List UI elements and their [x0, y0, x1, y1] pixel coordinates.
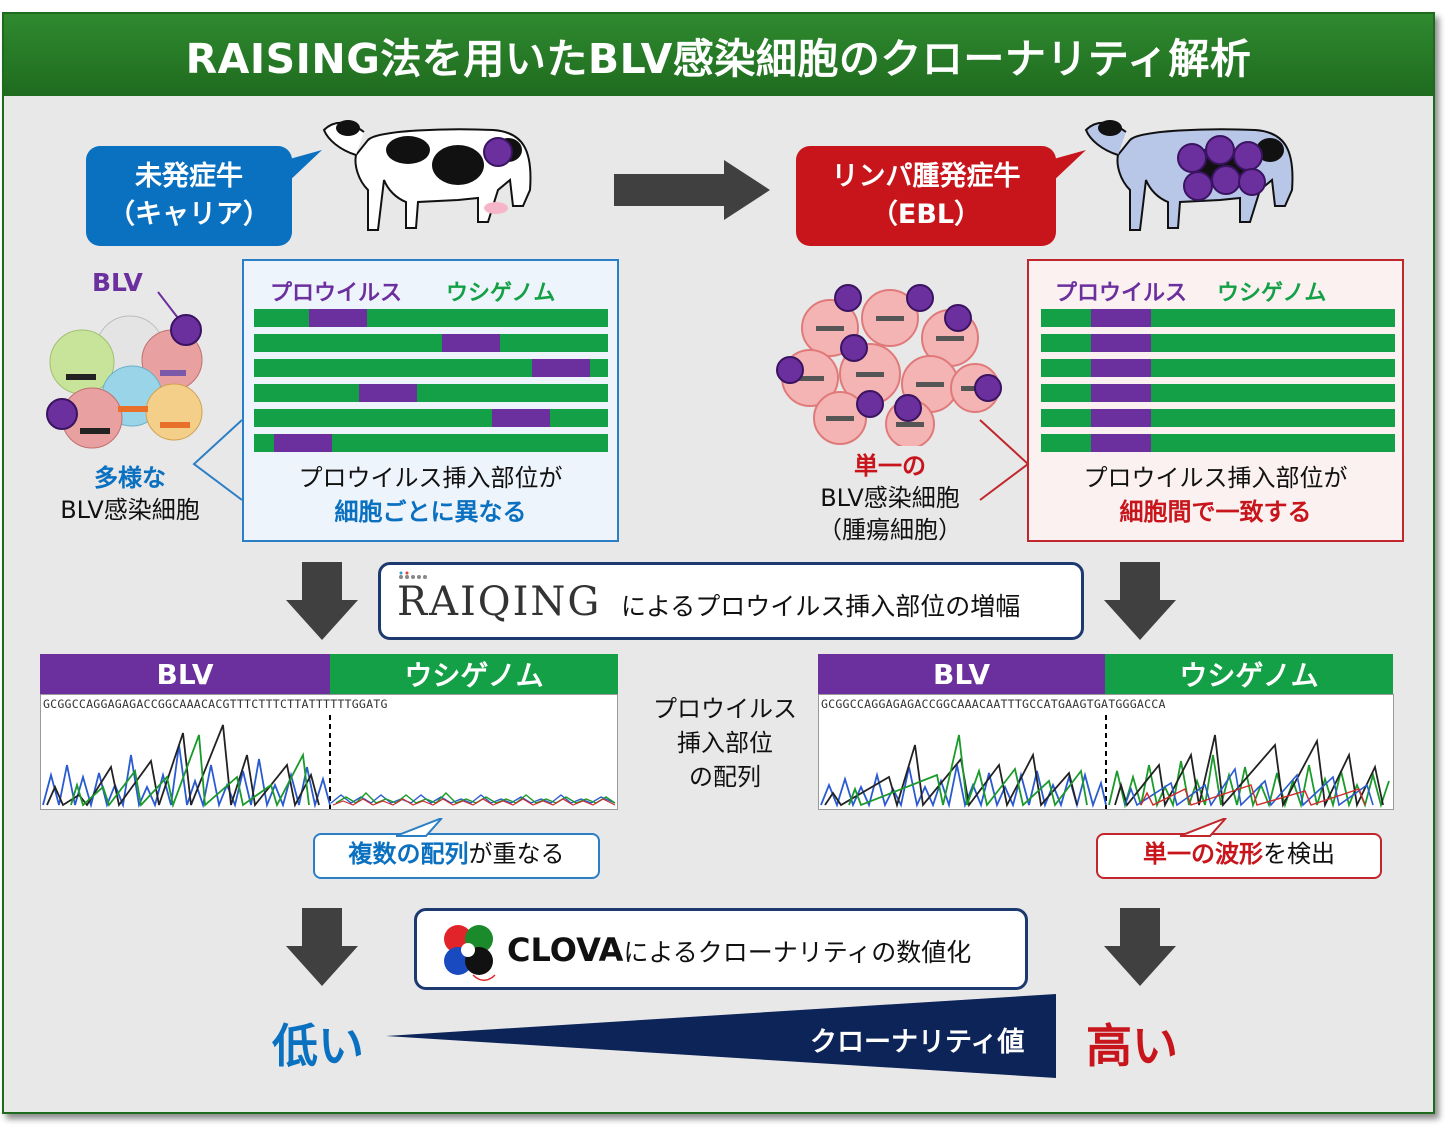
right-cells-label-line2: BLV感染細胞 [820, 484, 960, 512]
right-legend-provirus: プロウイルス [1055, 281, 1188, 306]
left-callout-line1: 未発症牛 [135, 161, 243, 192]
right-note: 単一の波形を検出 [1096, 833, 1382, 879]
left-note-rest: が重なる [468, 840, 565, 868]
right-chromatogram-trace [820, 715, 1390, 809]
tumor-cells-illustration [776, 284, 1002, 446]
left-cells-label-line2: BLV感染細胞 [60, 496, 200, 524]
clonality-low-label: 低い [272, 1019, 364, 1073]
clova-text: によるクローナリティの数値化 [623, 938, 972, 967]
right-panel-text-1: プロウイルス挿入部位が [1083, 464, 1348, 492]
right-seq-text: GCGGCCAGGAGAGACCGGCAAACAATTTGCCATGAAGTGA… [821, 697, 1166, 711]
left-down-arrow-1 [286, 562, 358, 640]
ebl-cow-icon [1084, 120, 1294, 231]
left-callout-line2: （キャリア） [108, 199, 270, 230]
right-seq-header-blv: BLV [818, 654, 1105, 694]
left-cells-label-line1: 多様な [94, 464, 166, 492]
right-legend-genome: ウシゲノム [1217, 281, 1327, 306]
left-note: 複数の配列が重なる [313, 833, 600, 879]
right-seq-header-genome: ウシゲノム [1105, 654, 1393, 694]
clonality-wedge [386, 994, 1056, 1078]
right-callout-line2: （EBL） [870, 199, 982, 230]
raising-method-box: RAIQING によるプロウイルス挿入部位の増幅 [378, 562, 1084, 640]
right-cells-label-line1: 単一の [854, 452, 926, 480]
right-cells-label: 単一の BLV感染細胞 （腫瘍細胞） [790, 450, 990, 546]
right-chromatogram: GCGGCCAGGAGAGACCGGCAAACAATTTGCCATGAAGTGA… [818, 694, 1394, 810]
right-down-arrow-2 [1104, 908, 1176, 986]
right-integration-bars [1041, 309, 1395, 452]
clonality-wedge-label: クローナリティ値 [810, 1027, 1025, 1058]
left-blv-label: BLV [92, 268, 143, 297]
right-callout-tail [1050, 150, 1086, 184]
right-note-tail [1180, 818, 1227, 837]
left-down-arrow-2 [286, 908, 358, 986]
right-callout-line1: リンパ腫発症牛 [831, 161, 1021, 192]
left-callout-tail [286, 150, 322, 184]
right-note-rest: を検出 [1263, 840, 1335, 868]
figure-title: RAISING法を用いたBLV感染細胞のクローナリティ解析 [4, 14, 1433, 96]
sequence-middle-label-line3: の配列 [689, 763, 761, 791]
left-callout: 未発症牛 （キャリア） [86, 146, 292, 246]
left-seq-header-blv: BLV [40, 654, 330, 694]
left-note-emphasis: 複数の配列 [348, 840, 469, 868]
left-panel-text-1: プロウイルス挿入部位が [298, 464, 563, 492]
clonality-high-label: 高い [1086, 1019, 1178, 1073]
left-integration-panel: プロウイルス ウシゲノム プロウイルス挿入部位が 細胞ごとに異なる [242, 259, 619, 542]
right-panel-text-2: 細胞間で一致する [1119, 498, 1312, 526]
clova-clover-logo [444, 925, 496, 981]
right-callout: リンパ腫発症牛 （EBL） [796, 146, 1056, 246]
progression-arrow [614, 160, 770, 220]
left-cells-label: 多様な BLV感染細胞 [30, 462, 230, 526]
raising-method-text: によるプロウイルス挿入部位の増幅 [621, 592, 1021, 621]
left-legend-genome: ウシゲノム [446, 281, 556, 306]
sequence-middle-label-line1: プロウイルス [653, 695, 797, 723]
right-cells-label-line3: （腫瘍細胞） [818, 516, 962, 544]
diverse-cells-illustration [46, 291, 203, 449]
right-note-emphasis: 単一の波形 [1143, 840, 1263, 868]
raising-logo: RAIQING [397, 579, 602, 625]
sequence-middle-label-line2: 挿入部位 [677, 729, 773, 757]
right-integration-panel: プロウイルス ウシゲノム プロウイルス挿入部位が 細胞間で一致する [1027, 259, 1404, 542]
left-seq-header-genome: ウシゲノム [330, 654, 618, 694]
left-panel-pointer [192, 419, 243, 501]
raising-logo-dots [399, 571, 427, 579]
clova-bold: CLOVA [507, 931, 624, 969]
left-legend-provirus: プロウイルス [270, 281, 403, 306]
clova-method-text: CLOVAによるクローナリティの数値化 [507, 931, 971, 969]
clova-method-box: CLOVAによるクローナリティの数値化 [414, 908, 1028, 990]
left-seq-text: GCGGCCAGGAGAGACCGGCAAACACGTTTCTTTCTTATTT… [43, 697, 388, 711]
left-chromatogram: GCGGCCAGGAGAGACCGGCAAACACGTTTCTTTCTTATTT… [40, 694, 618, 810]
left-chromatogram-trace [42, 715, 616, 809]
left-note-tail [396, 818, 443, 837]
left-panel-text-2: 細胞ごとに異なる [334, 498, 527, 526]
healthy-cow-icon [322, 120, 532, 231]
sequence-middle-label: プロウイルス 挿入部位 の配列 [630, 692, 820, 794]
left-integration-bars [254, 309, 608, 452]
right-down-arrow-1 [1104, 562, 1176, 640]
